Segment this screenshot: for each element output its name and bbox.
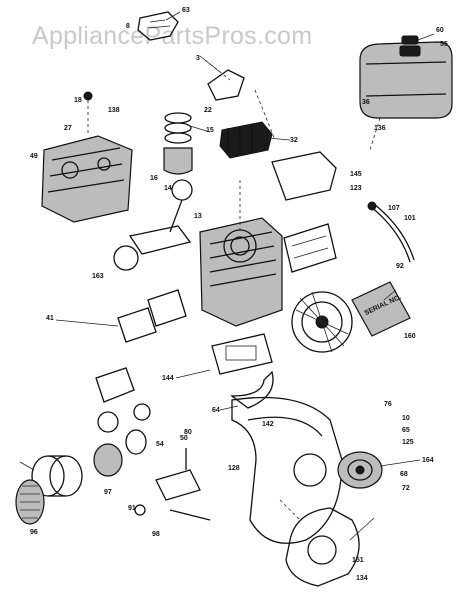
callout-label: 49 <box>30 153 38 160</box>
engine-block <box>199 180 283 327</box>
baffle <box>230 370 274 409</box>
callout-label: 16 <box>150 175 158 182</box>
callout-label: 36 <box>362 99 370 106</box>
air-filter-cover <box>15 479 45 525</box>
callout-label: 72 <box>402 485 410 492</box>
callout-label: 41 <box>46 315 54 322</box>
callout-label: 54 <box>156 441 164 448</box>
fuel-line <box>367 201 415 263</box>
callout-label: 13 <box>194 213 202 220</box>
callout-label: 144 <box>162 375 174 382</box>
cylinder-head <box>219 121 273 159</box>
callout-label: 96 <box>30 529 38 536</box>
starter-pulley <box>337 451 383 489</box>
crankshaft <box>113 179 193 271</box>
callout-label: 138 <box>108 107 120 114</box>
callout-label: 65 <box>402 427 410 434</box>
blower-housing <box>231 396 343 544</box>
callout-label: 91 <box>128 505 136 512</box>
callout-label: 68 <box>400 471 408 478</box>
callout-labels: 63 8 60 55 3 36 18 32 22 138 15 145 123 … <box>30 7 448 582</box>
callout-label: 107 <box>388 205 400 212</box>
callout-label: 76 <box>384 401 392 408</box>
mounting-bracket <box>271 151 337 273</box>
callout-label: 101 <box>404 215 416 222</box>
serial-decal: SERIAL NO. <box>351 281 411 337</box>
callout-label: 97 <box>104 489 112 496</box>
callout-label: 18 <box>74 97 82 104</box>
callout-label: 60 <box>436 27 444 34</box>
callout-label: 27 <box>64 125 72 132</box>
callout-label: 128 <box>228 465 240 472</box>
callout-label: 92 <box>396 263 404 270</box>
callout-label: 125 <box>402 439 414 446</box>
carburetor-assembly <box>41 91 133 223</box>
carb-bowl-parts <box>95 367 151 433</box>
callout-label: 134 <box>356 575 368 582</box>
top-bracket-assembly <box>137 11 276 141</box>
callout-label: 163 <box>92 273 104 280</box>
callout-label: 142 <box>262 421 274 428</box>
fuel-tank <box>359 35 453 151</box>
callout-label: 145 <box>350 171 362 178</box>
callout-label: 22 <box>204 107 212 114</box>
callout-label: 98 <box>152 531 160 538</box>
flywheel <box>291 291 353 353</box>
air-filter-assembly <box>31 429 147 497</box>
callout-label: 160 <box>404 333 416 340</box>
gasket-plates <box>117 289 273 375</box>
leader-lines <box>19 11 435 541</box>
callout-label: 63 <box>182 7 190 14</box>
linkage-parts <box>134 448 211 521</box>
piston-rings <box>163 112 193 175</box>
callout-label: 136 <box>374 125 386 132</box>
callout-label: 50 <box>180 435 188 442</box>
callout-label: 64 <box>212 407 220 414</box>
watermark-text: AppliancePartsPros.com <box>32 22 312 50</box>
callout-label: 14 <box>164 185 172 192</box>
callout-label: 80 <box>184 429 192 436</box>
callout-label: 32 <box>290 137 298 144</box>
callout-label: 123 <box>350 185 362 192</box>
callout-label: 164 <box>422 457 434 464</box>
callout-label: 8 <box>126 23 130 30</box>
callout-label: 55 <box>440 41 448 48</box>
callout-label: 151 <box>352 557 364 564</box>
callout-label: 15 <box>206 127 214 134</box>
callout-label: 10 <box>402 415 410 422</box>
callout-label: 3 <box>196 55 200 62</box>
starter-housing <box>279 499 360 587</box>
